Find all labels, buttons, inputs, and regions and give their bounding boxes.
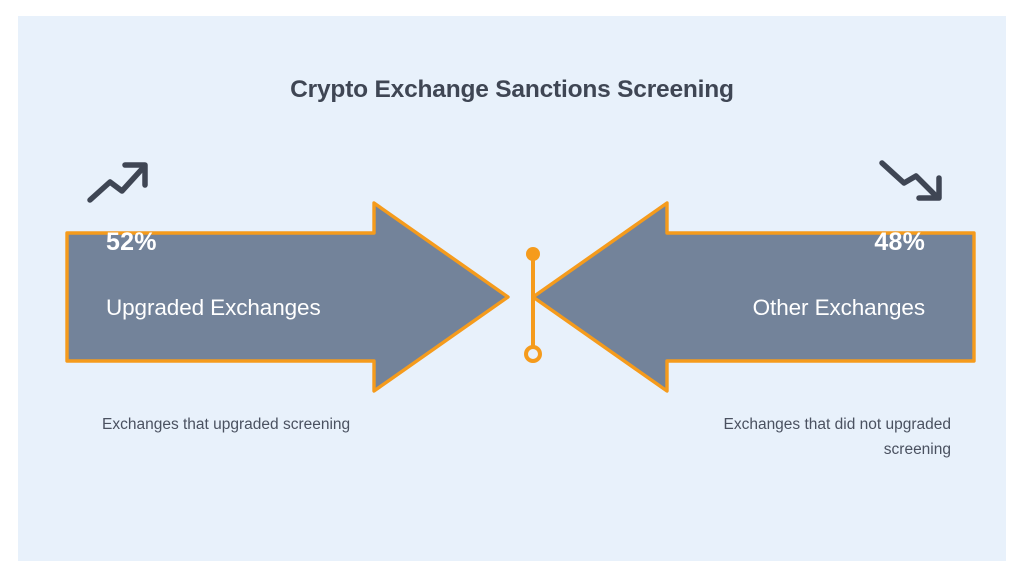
right-arrow-shape [531, 201, 976, 393]
connector-top-dot [526, 247, 540, 261]
left-percent-value: 52% [106, 228, 157, 256]
left-caption: Exchanges that upgraded screening [102, 416, 351, 433]
slide-canvas: Crypto Exchange Sanctions Screening 52% … [18, 16, 1006, 561]
trending-down-icon [874, 152, 946, 208]
center-connector [523, 244, 543, 364]
left-arrow-label: Upgraded Exchanges [106, 295, 321, 320]
left-arrow-block: 52% Upgraded Exchanges [48, 186, 518, 408]
right-arrow-block: 48% Other Exchanges [523, 186, 993, 408]
page-title: Crypto Exchange Sanctions Screening [290, 76, 734, 103]
left-arrow-shape [65, 201, 510, 393]
right-caption: Exchanges that did not upgraded screenin… [723, 416, 951, 459]
left-arrow-text: 52% Upgraded Exchanges [106, 230, 396, 360]
right-arrow-text: 48% Other Exchanges [635, 230, 925, 360]
right-arrow-label: Other Exchanges [752, 295, 925, 320]
trending-up-icon [84, 152, 156, 208]
right-percent-value: 48% [874, 228, 925, 256]
connector-bottom-dot [524, 345, 542, 363]
